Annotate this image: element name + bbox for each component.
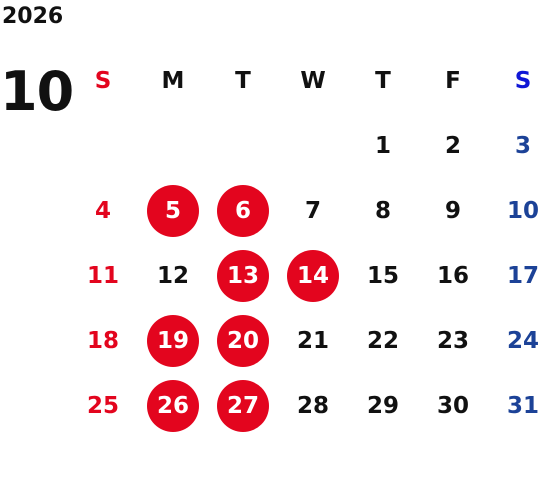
- weekday-header-row: S M T W T F S: [68, 48, 548, 113]
- day-number: 29: [366, 392, 399, 419]
- calendar-day-cell[interactable]: 4: [68, 178, 138, 243]
- calendar-year: 2026: [2, 4, 64, 29]
- calendar-empty-cell: [68, 113, 138, 178]
- day-number: 30: [436, 392, 469, 419]
- highlighted-day-number: 14: [287, 249, 339, 302]
- calendar-day-cell[interactable]: 16: [418, 243, 488, 308]
- highlighted-day-number: 20: [217, 314, 269, 367]
- highlighted-day-number: 6: [217, 184, 269, 237]
- calendar-week-row: 25 26 27 28 29 30 31: [68, 373, 548, 438]
- weekday-header-tuesday: T: [235, 67, 251, 94]
- calendar-day-cell[interactable]: 27: [208, 373, 278, 438]
- day-number: 8: [374, 197, 391, 224]
- calendar-day-cell[interactable]: 14: [278, 243, 348, 308]
- day-number: 23: [436, 327, 469, 354]
- calendar-day-cell[interactable]: 20: [208, 308, 278, 373]
- calendar-empty-cell: [138, 113, 208, 178]
- day-number: 24: [506, 327, 539, 354]
- calendar-empty-cell: [208, 113, 278, 178]
- calendar-day-cell[interactable]: 26: [138, 373, 208, 438]
- day-number: 22: [366, 327, 399, 354]
- day-number: 15: [366, 262, 399, 289]
- day-number: 1: [374, 132, 391, 159]
- calendar-day-cell[interactable]: 18: [68, 308, 138, 373]
- calendar-day-cell[interactable]: 21: [278, 308, 348, 373]
- day-number: 4: [94, 197, 111, 224]
- calendar-day-cell[interactable]: 28: [278, 373, 348, 438]
- calendar-day-cell[interactable]: 29: [348, 373, 418, 438]
- calendar-day-cell[interactable]: 24: [488, 308, 548, 373]
- highlighted-day-number: 19: [147, 314, 199, 367]
- calendar-day-cell[interactable]: 31: [488, 373, 548, 438]
- calendar-day-cell[interactable]: 23: [418, 308, 488, 373]
- weekday-header-sunday: S: [94, 67, 112, 94]
- highlighted-day-number: 27: [217, 379, 269, 432]
- calendar-day-cell[interactable]: 22: [348, 308, 418, 373]
- calendar-day-cell[interactable]: 3: [488, 113, 548, 178]
- day-number: 12: [156, 262, 189, 289]
- day-number: 25: [86, 392, 119, 419]
- day-number: 9: [444, 197, 461, 224]
- day-number: 11: [86, 262, 119, 289]
- calendar-day-cell[interactable]: 6: [208, 178, 278, 243]
- calendar-day-cell[interactable]: 5: [138, 178, 208, 243]
- highlighted-day-number: 26: [147, 379, 199, 432]
- day-number: 16: [436, 262, 469, 289]
- highlighted-day-number: 5: [147, 184, 199, 237]
- calendar-week-row: 11 12 13 14 15 16 17: [68, 243, 548, 308]
- calendar-day-cell[interactable]: 13: [208, 243, 278, 308]
- calendar-day-cell[interactable]: 11: [68, 243, 138, 308]
- calendar-day-cell[interactable]: 9: [418, 178, 488, 243]
- calendar-day-cell[interactable]: 19: [138, 308, 208, 373]
- day-number: 28: [296, 392, 329, 419]
- calendar-empty-cell: [278, 113, 348, 178]
- calendar-week-row: 18 19 20 21 22 23 24: [68, 308, 548, 373]
- day-number: [77, 120, 129, 172]
- weekday-header-wednesday: W: [300, 67, 326, 94]
- calendar-week-row: 1 2 3: [68, 113, 548, 178]
- day-number: [147, 120, 199, 172]
- calendar-day-cell[interactable]: 25: [68, 373, 138, 438]
- day-number: 18: [86, 327, 119, 354]
- weekday-header-thursday: T: [375, 67, 391, 94]
- day-number: 10: [506, 197, 539, 224]
- calendar-day-cell[interactable]: 1: [348, 113, 418, 178]
- day-number: 21: [296, 327, 329, 354]
- calendar-day-cell[interactable]: 17: [488, 243, 548, 308]
- day-number: 7: [304, 197, 321, 224]
- day-number: 3: [514, 132, 531, 159]
- calendar-day-cell[interactable]: 8: [348, 178, 418, 243]
- day-number: [217, 120, 269, 172]
- weekday-header-friday: F: [445, 67, 461, 94]
- calendar-day-cell[interactable]: 15: [348, 243, 418, 308]
- calendar-day-cell[interactable]: 7: [278, 178, 348, 243]
- calendar-day-cell[interactable]: 12: [138, 243, 208, 308]
- day-number: 31: [506, 392, 539, 419]
- weekday-header-saturday: S: [514, 67, 532, 94]
- day-number: 17: [506, 262, 539, 289]
- day-number: [287, 120, 339, 172]
- calendar-month: 10: [0, 60, 74, 123]
- calendar-day-cell[interactable]: 30: [418, 373, 488, 438]
- calendar-day-cell[interactable]: 10: [488, 178, 548, 243]
- calendar-day-cell[interactable]: 2: [418, 113, 488, 178]
- highlighted-day-number: 13: [217, 249, 269, 302]
- weekday-header-monday: M: [161, 67, 185, 94]
- day-number: 2: [444, 132, 461, 159]
